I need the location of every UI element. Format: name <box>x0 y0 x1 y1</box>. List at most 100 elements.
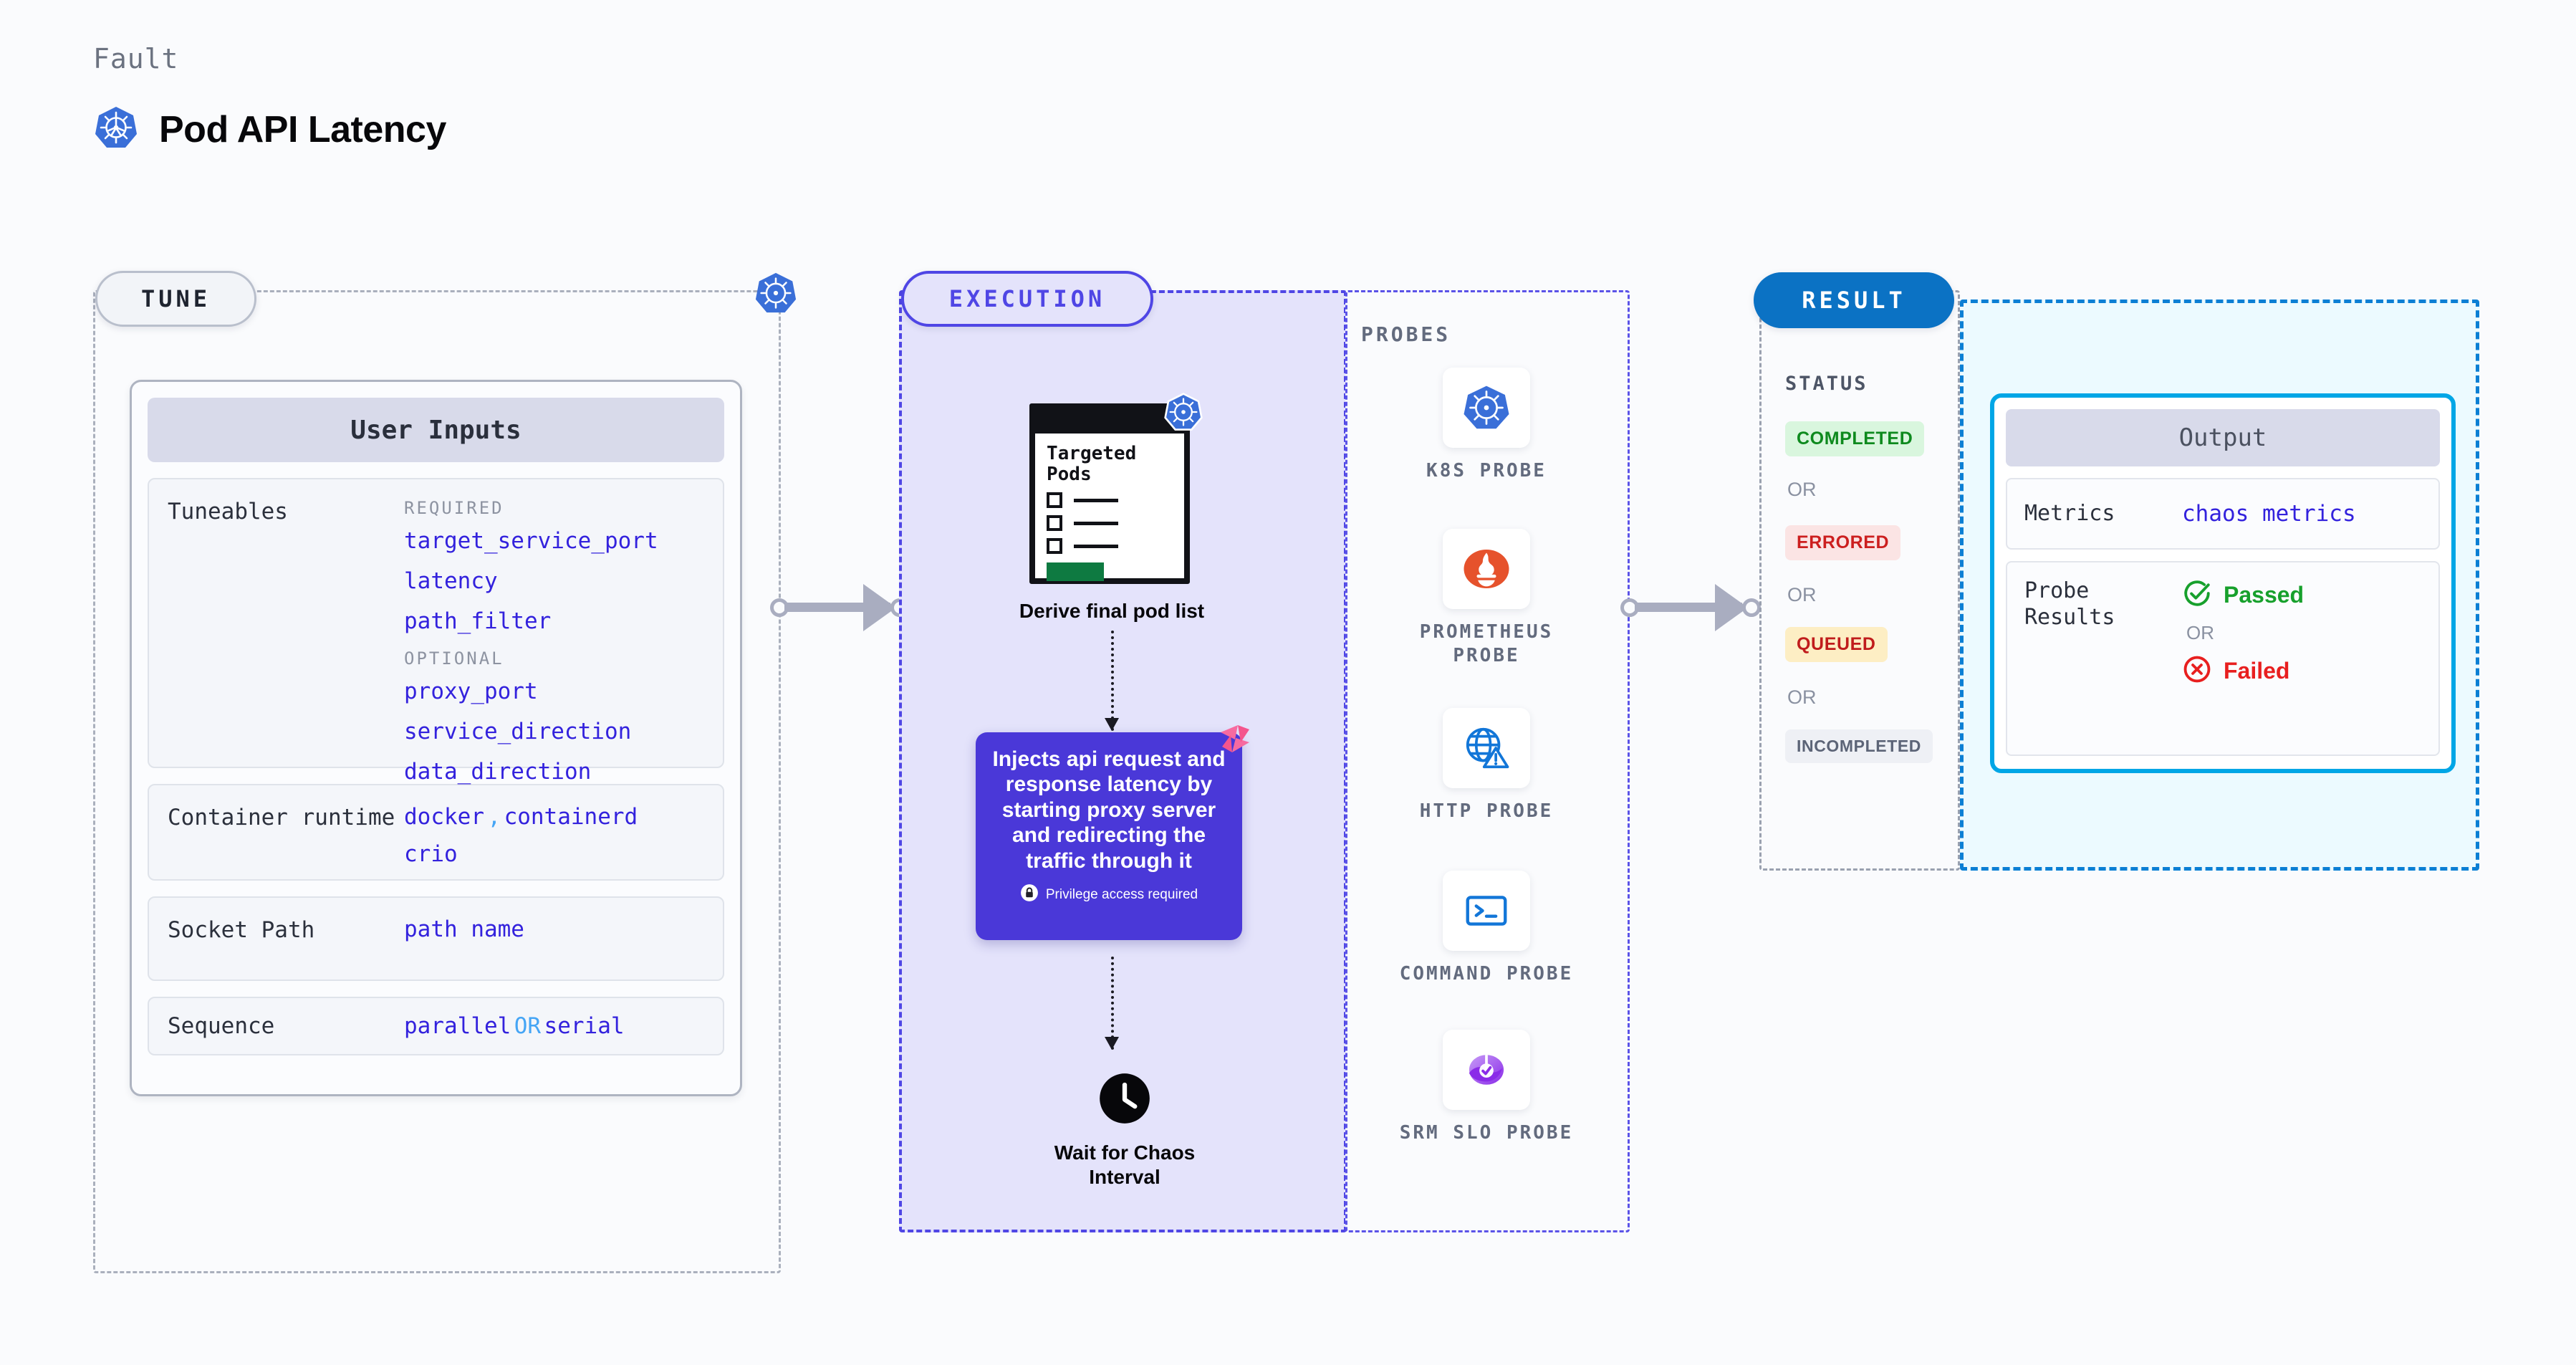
runtime-option[interactable]: containerd <box>504 804 638 830</box>
derive-pod-list-caption: Derive final pod list <box>1019 600 1205 622</box>
probe-label: PROMETHEUS PROBE <box>1419 621 1554 666</box>
socket-path-label: Socket Path <box>168 917 315 943</box>
kubernetes-icon <box>93 105 139 154</box>
connector-tune-to-execution <box>770 584 921 631</box>
targeted-pods-node: Targeted Pods Deriv <box>1019 393 1204 623</box>
tuneable-item[interactable]: data_direction <box>404 759 592 785</box>
optional-group-title: OPTIONAL <box>404 648 504 669</box>
sequence-values: parallel OR serial <box>404 1013 704 1039</box>
runtime-option[interactable]: docker <box>404 804 484 830</box>
or-label: OR <box>1787 584 1817 605</box>
tuneable-item[interactable]: service_direction <box>404 719 632 744</box>
lock-icon <box>1020 883 1039 906</box>
check-circle-icon <box>2182 578 2212 612</box>
confirm-button-graphic <box>1047 562 1104 582</box>
status-badge: QUEUED <box>1785 627 1888 662</box>
privilege-note: Privilege access required <box>991 883 1226 906</box>
metrics-row: Metrics chaos metrics <box>2006 478 2440 550</box>
status-badge: INCOMPLETED <box>1785 729 1933 763</box>
container-runtime-card: Container runtime docker , containerd cr… <box>148 784 724 881</box>
kubernetes-icon <box>754 271 798 319</box>
inject-latency-card: Injects api request and response latency… <box>976 725 1249 940</box>
probe-label: HTTP PROBE <box>1419 800 1554 822</box>
tune-pill[interactable]: TUNE <box>95 271 256 327</box>
status-title: STATUS <box>1785 373 1868 395</box>
inject-description: Injects api request and response latency… <box>992 747 1226 873</box>
flow-connector-line <box>1111 631 1114 731</box>
probe-label: COMMAND PROBE <box>1399 963 1574 985</box>
srm-slo-icon <box>1443 1030 1530 1110</box>
pod-list-item <box>1047 538 1173 555</box>
tuneables-values: REQUIRED target_service_port latency pat… <box>404 498 704 799</box>
runtime-option[interactable]: crio <box>404 841 458 867</box>
tune-panel <box>93 290 781 1273</box>
wait-for-chaos-caption: Wait for Chaos Interval <box>1054 1141 1196 1188</box>
clock-icon <box>1097 1073 1152 1129</box>
probe-results-row: Probe Results Passed OR <box>2006 561 2440 756</box>
required-group-title: REQUIRED <box>404 498 504 518</box>
container-runtime-values: docker , containerd crio <box>404 804 704 867</box>
eyebrow-label: Fault <box>93 43 179 75</box>
probe-results-values: Passed OR Failed <box>2182 578 2304 688</box>
harness-logo-icon <box>1216 721 1254 762</box>
probe-label: K8S PROBE <box>1426 460 1547 482</box>
probe-item-command[interactable]: COMMAND PROBE <box>1393 871 1580 986</box>
tuneable-item[interactable]: latency <box>404 568 498 594</box>
probe-item-srm-slo[interactable]: SRM SLO PROBE <box>1393 1030 1580 1145</box>
wait-for-chaos-node: Wait for Chaos Interval <box>1054 1071 1195 1189</box>
tuneable-item[interactable]: target_service_port <box>404 528 658 554</box>
runtime-separator: , <box>487 804 501 830</box>
arrowhead-icon <box>1105 1037 1119 1050</box>
tuneables-label: Tuneables <box>168 499 288 525</box>
or-label: OR <box>1787 479 1817 500</box>
prometheus-icon <box>1443 529 1530 609</box>
sequence-label: Sequence <box>168 1012 275 1039</box>
probe-result-failed: Failed <box>2182 654 2304 688</box>
output-title: Output <box>2006 409 2440 466</box>
x-circle-icon <box>2182 654 2212 688</box>
targeted-pods-window: Targeted Pods <box>1029 393 1203 584</box>
execution-pill[interactable]: EXECUTION <box>901 271 1153 327</box>
metrics-label: Metrics <box>2024 500 2115 526</box>
or-label: OR <box>2186 622 2214 643</box>
user-inputs-card: User Inputs Tuneables REQUIRED target_se… <box>130 380 742 1096</box>
sequence-card: Sequence parallel OR serial <box>148 997 724 1055</box>
status-badge: COMPLETED <box>1785 421 1925 456</box>
privilege-note-text: Privilege access required <box>1045 886 1198 902</box>
probe-item-prometheus[interactable]: PROMETHEUS PROBE <box>1393 529 1580 667</box>
output-card: Output Metrics chaos metrics Probe Resul… <box>1990 393 2456 773</box>
targeted-pods-heading: Targeted Pods <box>1047 443 1137 486</box>
pod-list-item <box>1047 492 1173 509</box>
probe-results-label: Probe Results <box>2024 578 2115 630</box>
result-pill[interactable]: RESULT <box>1754 272 1954 328</box>
sequence-option[interactable]: parallel <box>404 1013 511 1039</box>
probe-result-passed: Passed <box>2182 578 2304 612</box>
tuneable-item[interactable]: path_filter <box>404 608 552 634</box>
kubernetes-icon <box>1163 392 1203 436</box>
title-row: Pod API Latency <box>93 105 446 154</box>
socket-path-card: Socket Path path name <box>148 896 724 981</box>
socket-path-value[interactable]: path name <box>404 916 524 942</box>
failed-label: Failed <box>2224 658 2290 684</box>
passed-label: Passed <box>2224 582 2305 608</box>
or-label: OR <box>1787 686 1817 708</box>
tuneable-item[interactable]: proxy_port <box>404 679 538 704</box>
user-inputs-title: User Inputs <box>148 398 724 462</box>
probes-title: PROBES <box>1361 322 1451 346</box>
tuneables-card: Tuneables REQUIRED target_service_port l… <box>148 478 724 785</box>
checkbox-icon <box>1047 492 1062 509</box>
sequence-option[interactable]: serial <box>544 1013 625 1039</box>
probe-item-http[interactable]: HTTP PROBE <box>1393 708 1580 823</box>
metrics-value[interactable]: chaos metrics <box>2182 501 2356 527</box>
kubernetes-icon <box>1443 368 1530 448</box>
page-title: Pod API Latency <box>159 108 446 150</box>
connector-execution-to-result <box>1620 584 1771 631</box>
checkbox-icon <box>1047 515 1062 532</box>
window-titlebar <box>1035 409 1184 434</box>
pod-list-item <box>1047 515 1173 532</box>
probe-item-k8s[interactable]: K8S PROBE <box>1393 368 1580 483</box>
container-runtime-label: Container runtime <box>168 805 395 830</box>
status-badge: ERRORED <box>1785 525 1901 560</box>
page-header: Fault Pod API Latency <box>93 43 446 154</box>
http-globe-warning-icon <box>1443 708 1530 788</box>
